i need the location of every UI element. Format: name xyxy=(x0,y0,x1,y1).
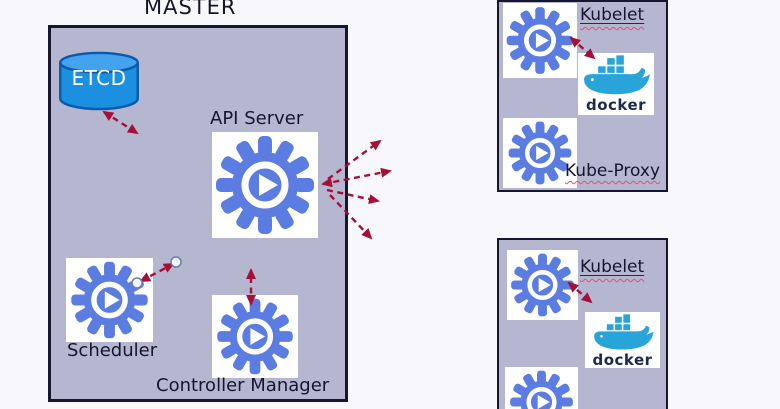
etcd-database: ETCD xyxy=(58,50,140,112)
worker-node-2-box: Kubelet docker xyxy=(497,238,668,409)
kubelet-icon-box xyxy=(507,250,578,320)
gear-icon xyxy=(215,135,315,235)
gear-icon xyxy=(215,298,295,375)
kube-proxy-label: Kube-Proxy xyxy=(565,161,660,181)
api-server-icon-box xyxy=(212,132,318,238)
scheduler-icon-box xyxy=(66,258,153,342)
gear-icon xyxy=(506,6,574,75)
docker-logo: docker xyxy=(578,53,654,115)
kubelet-label-text: Kubelet xyxy=(580,5,645,25)
controller-manager-icon-box xyxy=(212,295,298,378)
kubelet-label-underline: Kubelet xyxy=(580,257,644,277)
gear-icon xyxy=(510,253,575,317)
gear-icon xyxy=(69,261,150,339)
api-server-label: API Server xyxy=(210,108,304,129)
gear-icon xyxy=(508,370,575,409)
docker-wordmark: docker xyxy=(585,96,647,114)
kubelet-label: Kubelet xyxy=(580,257,644,277)
database-cylinder-icon xyxy=(59,51,139,111)
master-title: MASTER xyxy=(144,0,237,19)
docker-logo: docker xyxy=(585,312,660,368)
kubelet-label-text: Kubelet xyxy=(580,257,645,277)
gear-icon xyxy=(506,121,574,185)
docker-whale-icon xyxy=(584,55,650,95)
kube-proxy-label-text: Kube-Proxy xyxy=(565,161,661,181)
kube-proxy-icon-box xyxy=(503,118,577,188)
etcd-label: ETCD xyxy=(71,66,127,90)
controller-manager-label: Controller Manager xyxy=(156,375,330,396)
scheduler-label: Scheduler xyxy=(67,340,158,361)
kubelet-icon-box xyxy=(503,3,577,78)
kubelet-label-underline: Kubelet xyxy=(580,5,644,25)
docker-whale-icon xyxy=(593,314,654,350)
kubelet-label: Kubelet xyxy=(580,5,644,25)
docker-wordmark: docker xyxy=(592,351,653,369)
master-box: ETCD API Server Scheduler Controller Man… xyxy=(48,25,348,402)
worker-node-1-box: Kubelet docker Kube-Proxy xyxy=(497,0,668,192)
kube-proxy-icon-box-partial xyxy=(505,367,578,409)
